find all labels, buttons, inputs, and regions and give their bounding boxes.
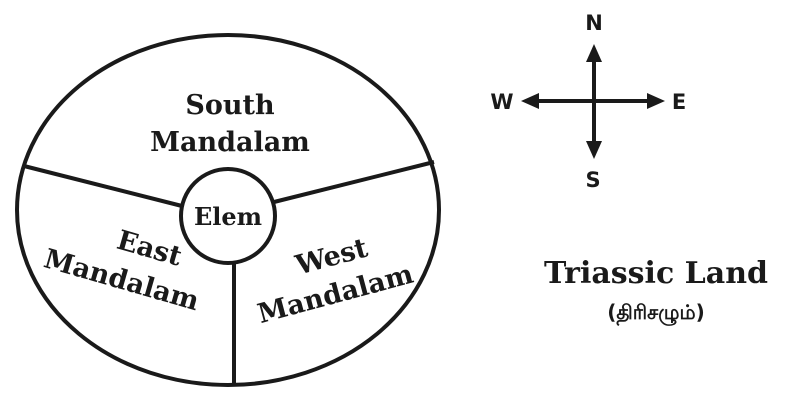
west-arrow-icon bbox=[521, 93, 539, 109]
region-south-line2: Mandalam bbox=[150, 127, 310, 158]
border-south-east bbox=[23, 164, 183, 208]
region-east-label: East Mandalam bbox=[40, 225, 202, 317]
compass-south-label: S bbox=[585, 168, 600, 192]
center-label: Elem bbox=[194, 202, 262, 231]
center-circle bbox=[179, 167, 277, 265]
compass-arrowheads bbox=[521, 44, 665, 159]
region-south-line1: South bbox=[185, 90, 275, 121]
map-outline bbox=[15, 33, 441, 387]
compass-east-label: E bbox=[672, 90, 686, 114]
north-arrow-icon bbox=[586, 44, 602, 62]
compass-north-label: N bbox=[585, 11, 603, 35]
compass-west-label: W bbox=[490, 90, 513, 114]
map-subtitle: (திரிசழும்) bbox=[607, 300, 705, 326]
compass-lines bbox=[534, 58, 652, 146]
compass-rose: N S W E bbox=[490, 11, 686, 192]
border-south-west bbox=[273, 160, 435, 204]
east-arrow-icon bbox=[647, 93, 665, 109]
south-arrow-icon bbox=[586, 141, 602, 159]
map-title: Triassic Land bbox=[544, 256, 768, 291]
land-outline bbox=[15, 33, 441, 387]
